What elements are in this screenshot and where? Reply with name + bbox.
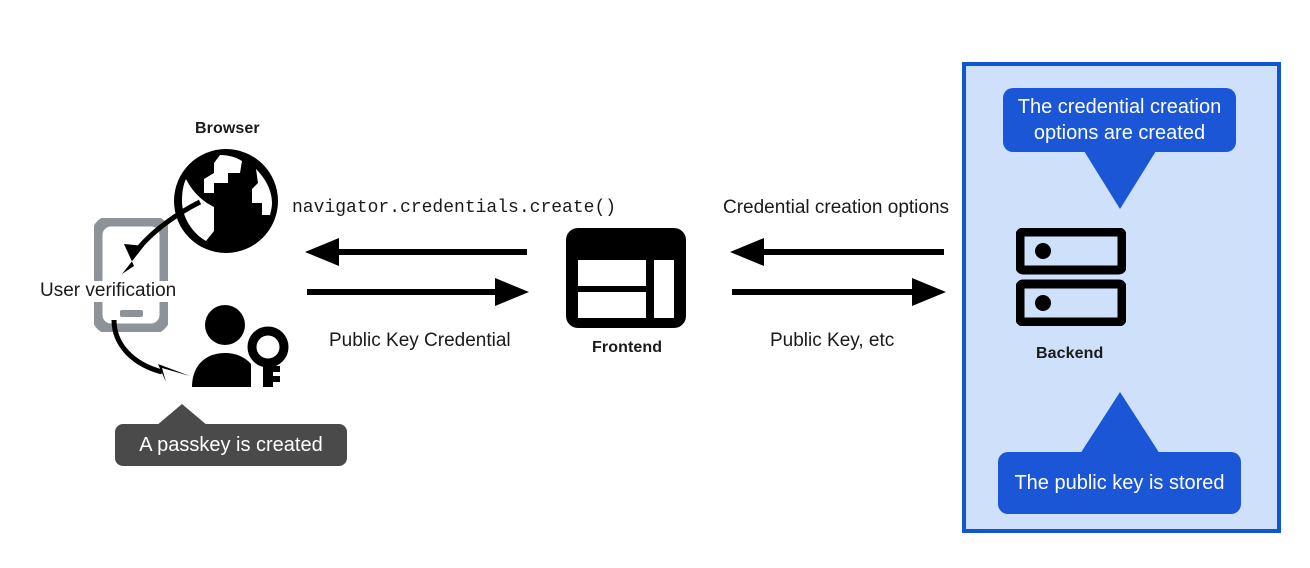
callout-public-key-stored-pointer	[1080, 392, 1160, 454]
person-with-key-icon	[190, 305, 290, 391]
arrow-frontend-to-backend	[730, 278, 946, 306]
server-rack-icon	[1016, 228, 1126, 326]
callout-credential-options-created: The credential creation options are crea…	[1003, 88, 1236, 152]
edge-label-navigator-credentials-create: navigator.credentials.create()	[292, 198, 617, 218]
backend-label: Backend	[1036, 345, 1104, 362]
mobile-phone-icon	[94, 218, 168, 332]
browser-window-icon	[566, 228, 686, 328]
globe-icon	[170, 145, 282, 257]
callout-credential-options-created-text: The credential creation options are crea…	[1017, 96, 1222, 144]
callout-passkey-created-text: A passkey is created	[139, 433, 323, 456]
arrow-frontend-to-browser	[305, 238, 529, 266]
callout-public-key-stored-text: The public key is stored	[1014, 472, 1225, 494]
user-verification-label: User verification	[38, 280, 179, 302]
callout-passkey-created-pointer	[156, 404, 208, 426]
edge-label-credential-creation-options: Credential creation options	[723, 197, 950, 218]
arrow-browser-to-frontend	[305, 278, 529, 306]
callout-credential-options-pointer	[1084, 151, 1156, 209]
arrow-backend-to-frontend	[730, 238, 946, 266]
arrow-phone-to-user	[108, 318, 204, 386]
edge-label-public-key-etc: Public Key, etc	[770, 330, 895, 351]
frontend-label: Frontend	[592, 339, 663, 356]
edge-label-public-key-credential: Public Key Credential	[329, 330, 511, 351]
browser-label: Browser	[195, 120, 260, 137]
callout-passkey-created: A passkey is created	[115, 424, 347, 466]
arrow-browser-to-phone	[96, 196, 206, 288]
callout-public-key-stored: The public key is stored	[998, 452, 1241, 514]
